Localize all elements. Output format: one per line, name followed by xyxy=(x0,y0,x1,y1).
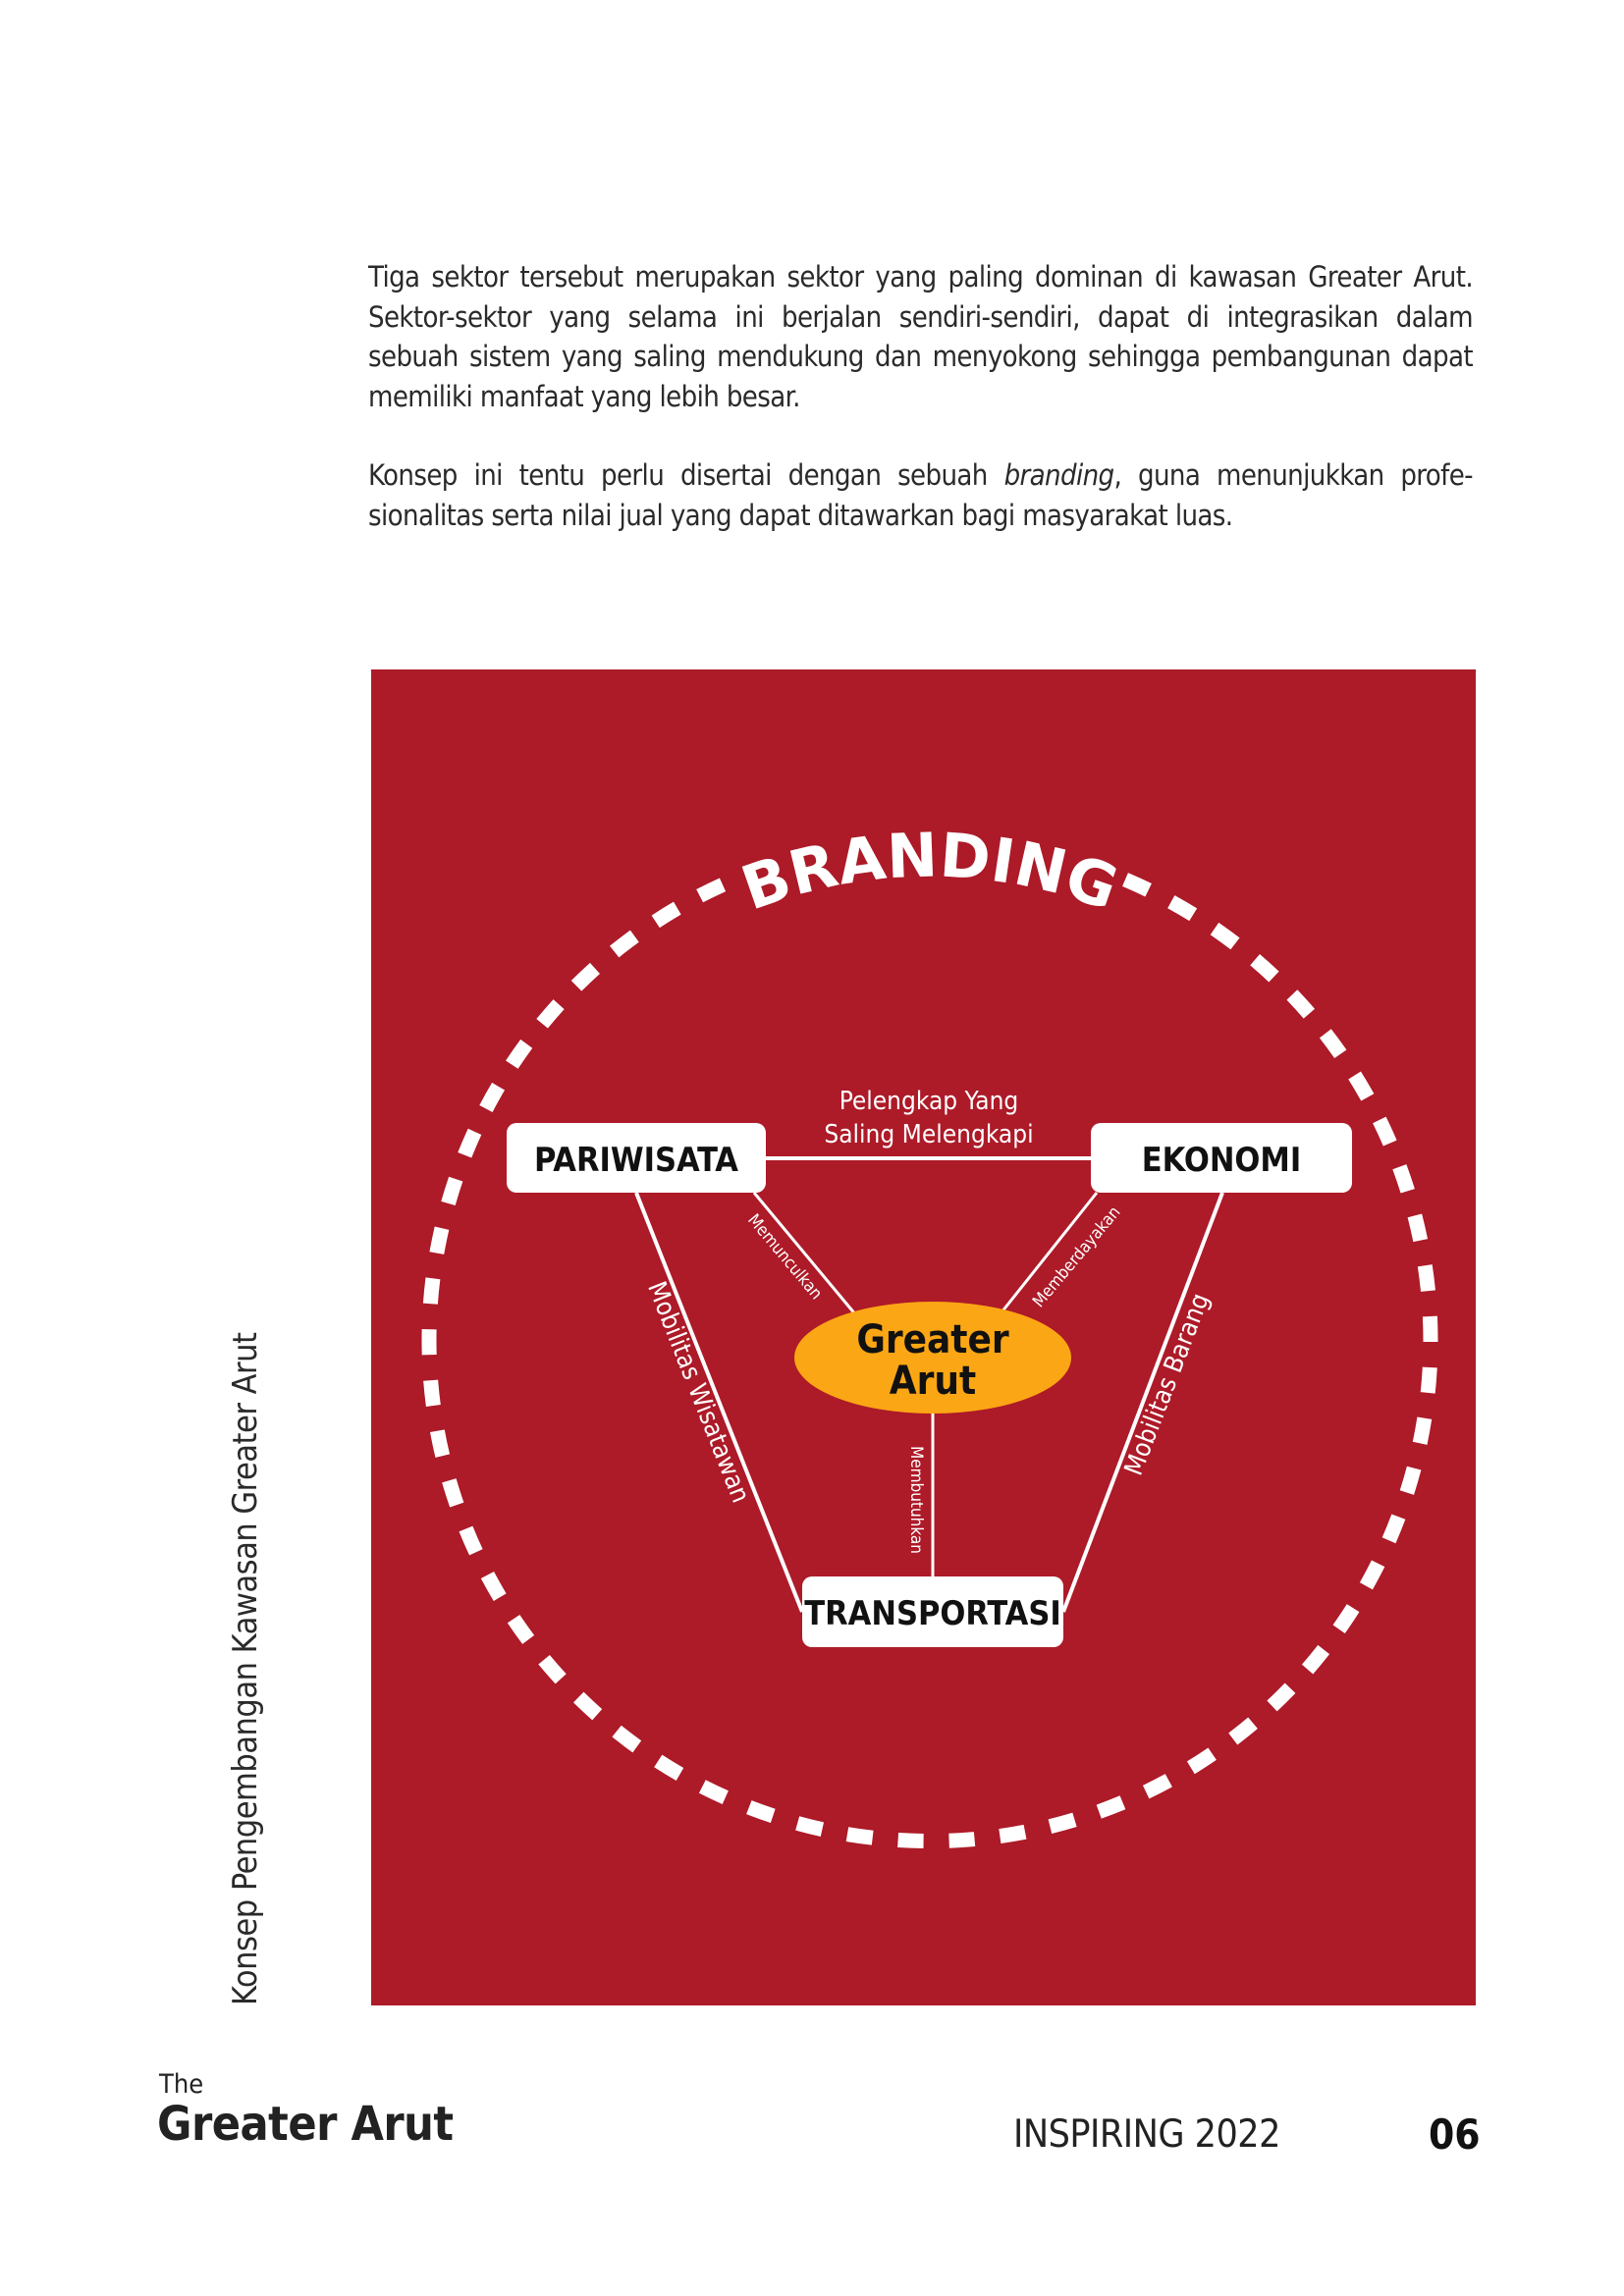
paragraph-2-text-end: , guna menunjukkan profe-sionalitas sert… xyxy=(368,458,1474,532)
node-transportasi: TRANSPORTASI xyxy=(802,1576,1063,1647)
line-ekonomi-transportasi xyxy=(1061,1192,1224,1613)
center-greater-arut: Greater Arut xyxy=(794,1302,1071,1414)
footer-brand-small: The xyxy=(159,2069,204,2100)
node-pariwisata: PARIWISATA xyxy=(507,1123,766,1193)
page-number: 06 xyxy=(1429,2110,1481,2159)
paragraph-1: Tiga sektor tersebut merupakan sektor ya… xyxy=(368,260,1474,413)
branding-ring xyxy=(421,873,1438,1848)
paragraph-2-italic: branding xyxy=(1003,458,1115,492)
edge-label-saling: Saling Melengkapi xyxy=(824,1120,1033,1149)
center-label-1: Greater xyxy=(856,1317,1009,1362)
footer-magazine: INSPIRING 2022 xyxy=(1013,2112,1280,2157)
node-ekonomi: EKONOMI xyxy=(1091,1123,1352,1193)
line-ekonomi-center xyxy=(1000,1192,1099,1313)
node-label: PARIWISATA xyxy=(534,1141,738,1180)
footer-brand: Greater Arut xyxy=(157,2097,454,2152)
line-pariwisata-center xyxy=(752,1192,858,1316)
edge-label-membutuhkan: Membutuhkan xyxy=(906,1446,926,1554)
center-label-2: Arut xyxy=(890,1359,976,1404)
paragraph-2: Konsep ini tentu perlu disertai dengan s… xyxy=(368,455,1474,535)
paragraph-2-text: Konsep ini tentu perlu disertai dengan s… xyxy=(368,458,1004,492)
node-label: EKONOMI xyxy=(1142,1141,1302,1180)
line-pariwisata-transportasi xyxy=(634,1192,804,1613)
body-text: Tiga sektor tersebut merupakan sektor ya… xyxy=(368,257,1474,574)
edge-label-pelengkap: Pelengkap Yang xyxy=(839,1087,1019,1116)
connector-lines xyxy=(634,1156,1224,1613)
node-label: TRANSPORTASI xyxy=(804,1594,1060,1633)
